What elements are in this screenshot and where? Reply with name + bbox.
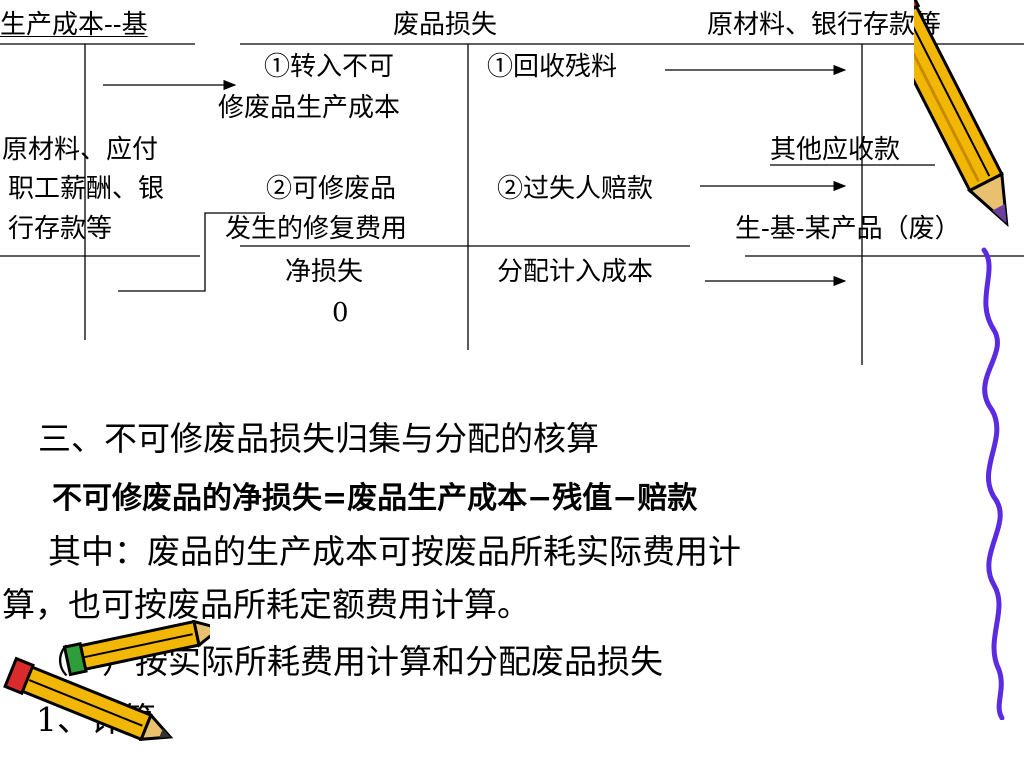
account-title-other-receivables: 其他应收款 bbox=[770, 135, 901, 165]
credit-entry2: ②过失人赔款 bbox=[497, 174, 654, 204]
pencil-pair-clipart-icon bbox=[3, 620, 210, 742]
debit-entry2-line1: ②可修废品 bbox=[266, 174, 397, 204]
credit-entry1: ①回收残料 bbox=[487, 52, 618, 82]
section-heading: 三、不可修废品损失归集与分配的核算 bbox=[38, 419, 599, 458]
note-line-2: 算，也可按废品所耗定额费用计算。 bbox=[2, 585, 530, 624]
account-title-product-scrap: 生-基-某产品（废） bbox=[735, 214, 961, 244]
credit-entry3: 分配计入成本 bbox=[497, 257, 654, 287]
account-title-production-cost: 生产成本--基 bbox=[0, 10, 148, 40]
left-credit-line-1: 原材料、应付 bbox=[2, 135, 159, 165]
squiggle-line-icon bbox=[981, 247, 1005, 720]
debit-entry1-line2: 修废品生产成本 bbox=[218, 93, 401, 123]
debit-entry1-line1: ①转入不可 bbox=[264, 52, 395, 82]
left-credit-line-3: 行存款等 bbox=[8, 214, 113, 244]
connector-left bbox=[118, 212, 265, 292]
account-title-materials-deposits: 原材料、银行存款等 bbox=[707, 10, 942, 40]
debit-entry2-line2: 发生的修复费用 bbox=[225, 214, 408, 244]
account-title-scrap-loss: 废品损失 bbox=[393, 10, 498, 40]
pencil-clipart-icon bbox=[914, 0, 1009, 720]
note-line-1: 其中：废品的生产成本可按废品所耗实际费用计 bbox=[48, 532, 741, 571]
net-loss-value: 0 bbox=[332, 298, 349, 328]
formula: 不可修废品的净损失=废品生产成本−残值−赔款 bbox=[52, 481, 698, 516]
net-loss-label: 净损失 bbox=[285, 257, 364, 287]
left-credit-line-2: 职工薪酬、银 bbox=[8, 174, 165, 204]
